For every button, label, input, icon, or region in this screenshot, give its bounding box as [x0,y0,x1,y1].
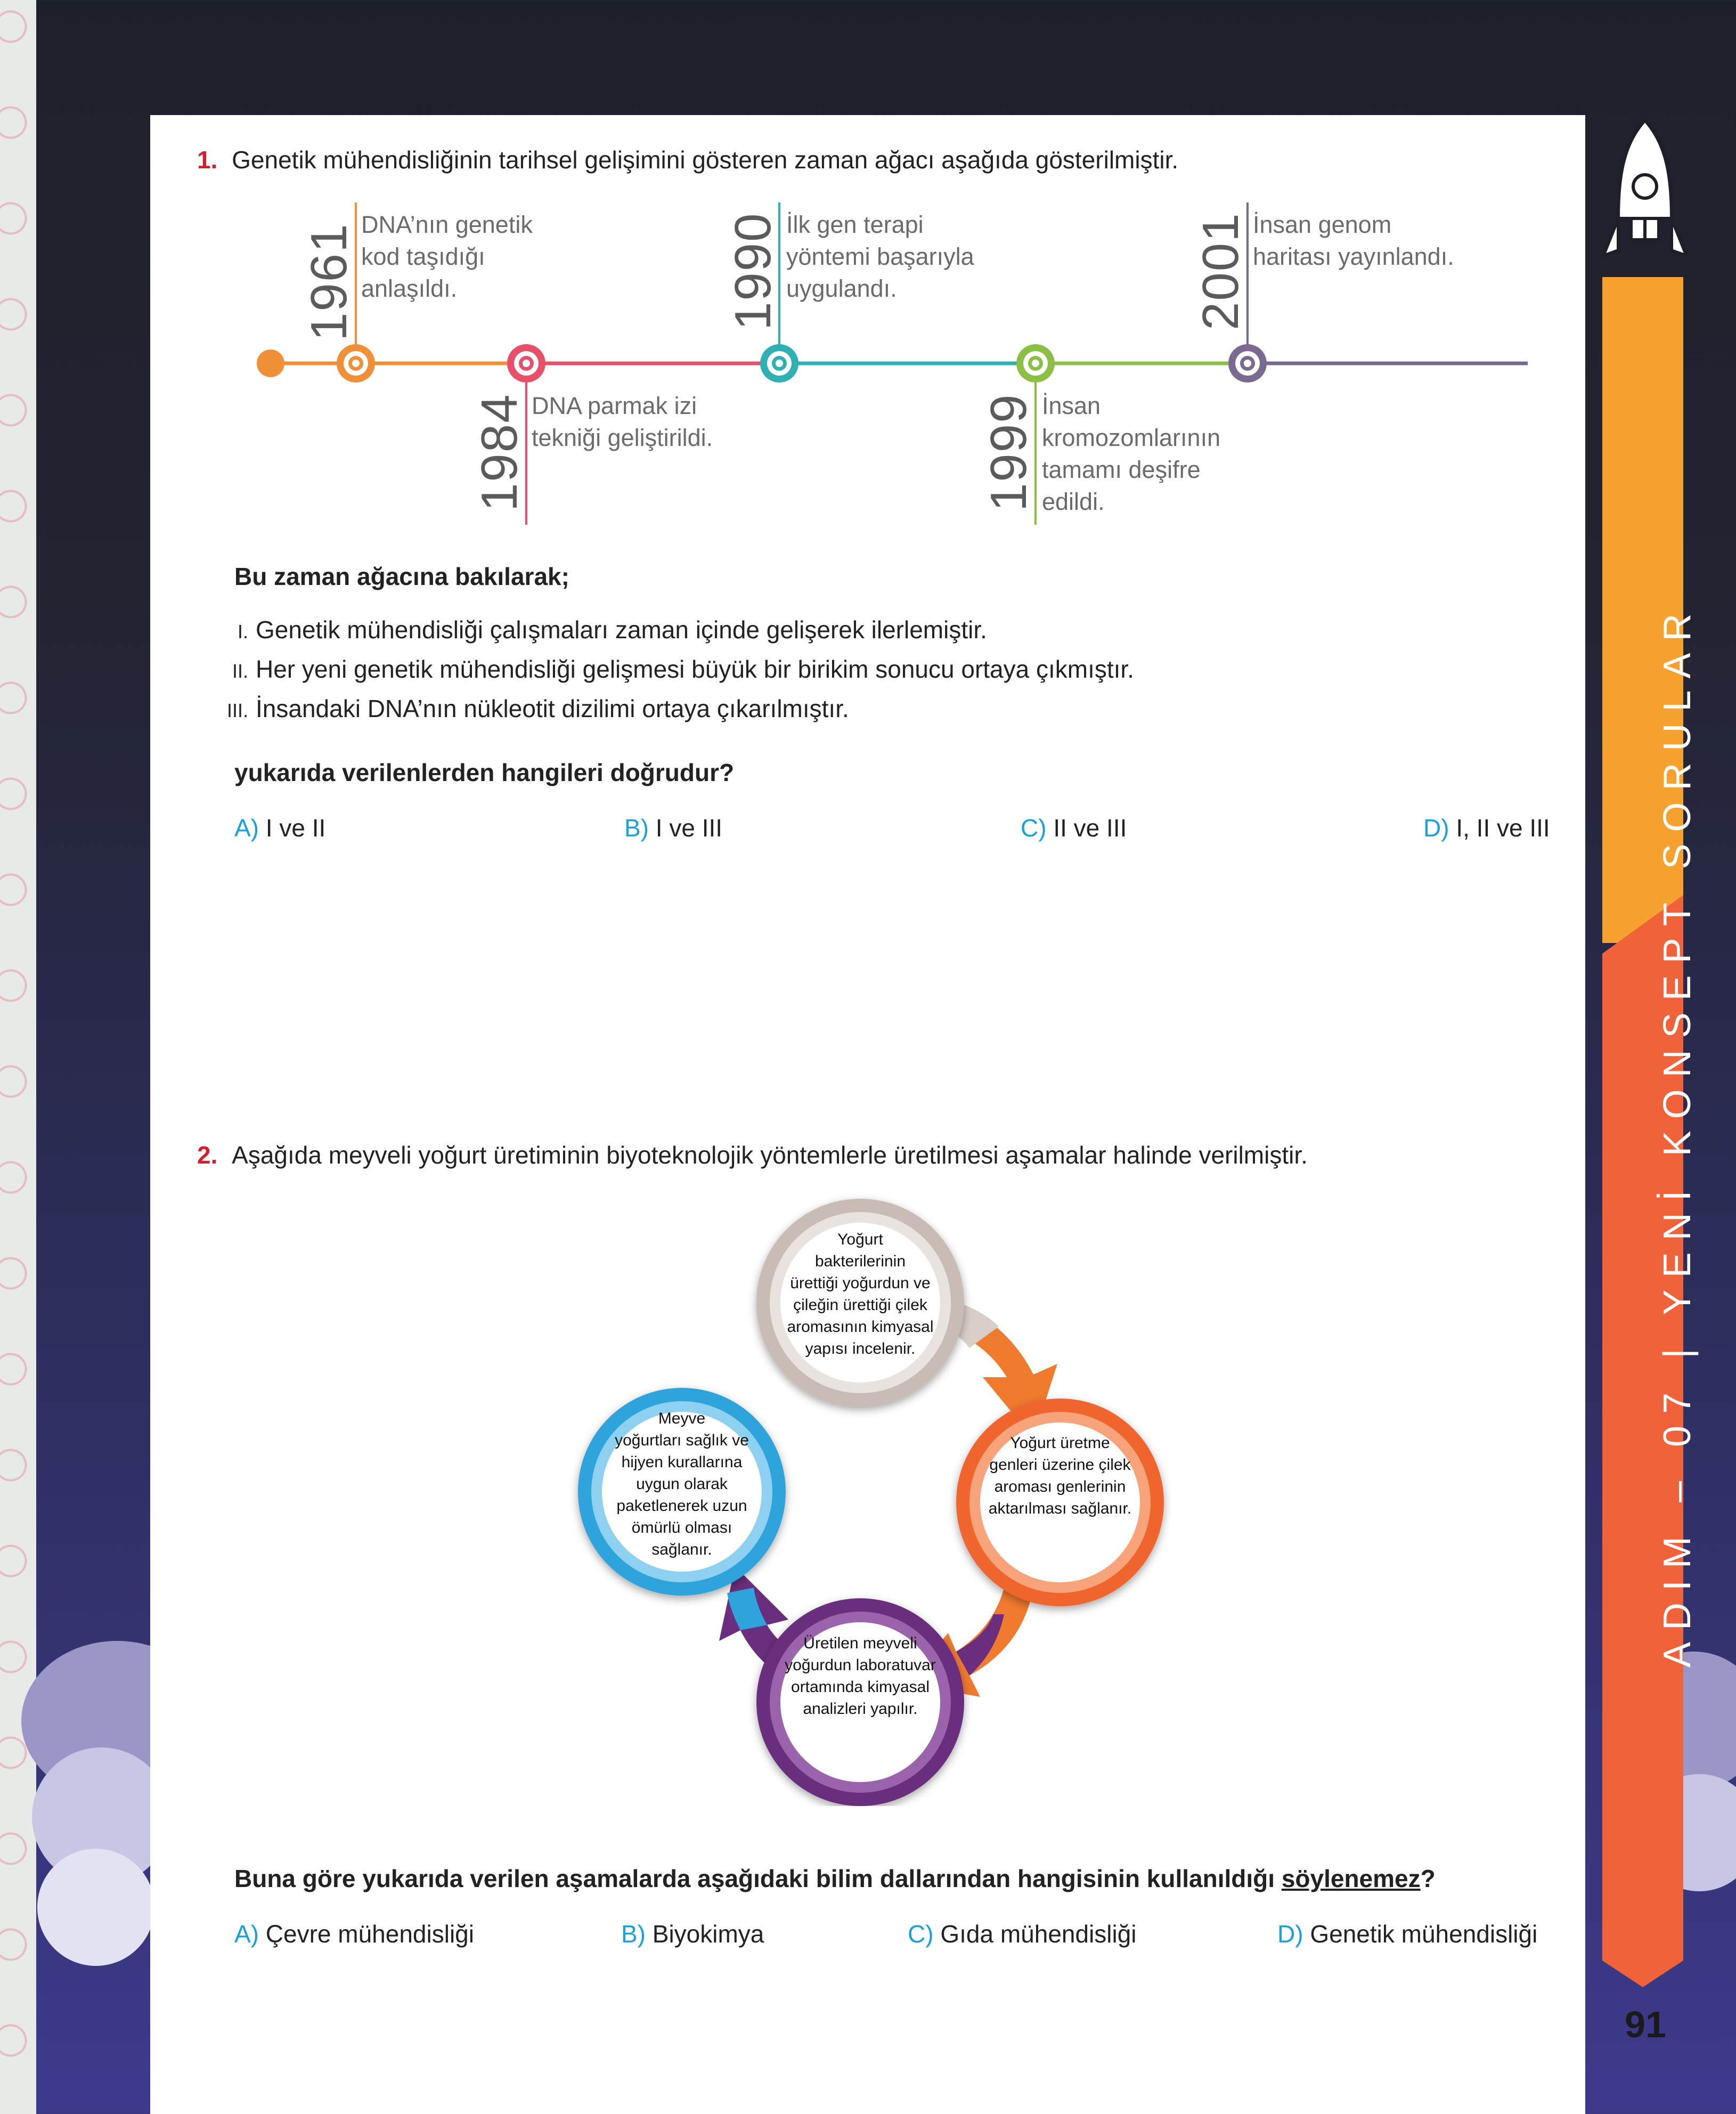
q2-option-a[interactable]: A) Çevre mühendisliği [234,1920,474,1948]
q1-option-c[interactable]: C) II ve III [1021,814,1127,842]
year-1990: 1990 [724,212,781,330]
timeline-node-1990 [760,344,798,383]
q2-option-d[interactable]: D) Genetik mühendisliği [1277,1920,1538,1948]
q2-question: Buna göre yukarıda verilen aşamalarda aş… [234,1865,1436,1892]
q1-option-a[interactable]: A) I ve II [234,814,326,842]
year-1961: 1961 [300,223,357,341]
year-1999: 1999 [980,393,1037,511]
underlined-word: söylenemez [1281,1865,1421,1892]
q1-stem-text: Genetik mühendisliğinin tarihsel gelişim… [232,146,1179,174]
sidebar-band-bottom [1602,895,1683,1987]
q1-stem: 1. Genetik mühendisliğinin tarihsel geli… [197,144,1178,176]
q1-statement-1: I.Genetik mühendisliği çalışmaları zaman… [237,616,987,644]
q1-statement-3: III.İnsandaki DNA’nın nükleotit dizilimi… [226,695,849,722]
q2-number: 2. [197,1141,218,1169]
step-top: Yoğurt bakterilerinin ürettiği yoğurdun … [787,1231,934,1357]
year-1984: 1984 [471,393,528,511]
q1-option-d[interactable]: D) I, II ve III [1423,814,1550,842]
page-number: 91 [1625,2004,1666,2045]
q2-cycle-diagram [578,1199,1164,1806]
q1-lead: Bu zaman ağacına bakılarak; [234,563,569,590]
q1-option-b[interactable]: B) I ve III [624,814,723,842]
timeline-node-1961 [337,344,375,383]
timeline-node-1999 [1016,344,1055,383]
q1-question: yukarıda verilenlerden hangileri doğrudu… [234,759,735,786]
cloud-left-3 [37,1849,154,1966]
step-bottom: Üretilen meyveli yoğurdun laboratuvar or… [785,1635,936,1718]
q2-option-b[interactable]: B) Biyokimya [621,1920,764,1948]
q1-statement-2: II.Her yeni genetik mühendisliği gelişme… [232,655,1134,683]
sidebar-label: ADIM – 07 | YENİ KONSEPT SORULAR [1656,601,1699,1668]
timeline-node-1984 [507,344,545,383]
q1-timeline [257,202,1528,525]
left-decor-stripe [0,0,36,2114]
timeline-node-2001 [1228,344,1267,383]
rocket-icon [1600,118,1690,259]
q2-stem: 2. Aşağıda meyveli yoğurt üretiminin biy… [197,1139,1308,1171]
step-right: Yoğurt üretme genleri üzerine çilek arom… [988,1434,1132,1517]
sidebar-band-top [1602,277,1683,943]
q2-option-c[interactable]: C) Gıda mühendisliği [908,1920,1137,1948]
year-2001: 2001 [1192,212,1249,330]
q1-number: 1. [197,146,218,174]
q2-stem-text: Aşağıda meyveli yoğurt üretiminin biyote… [232,1141,1308,1169]
step-left: Meyve yoğurtları sağlık ve hijyen kurall… [615,1410,749,1558]
